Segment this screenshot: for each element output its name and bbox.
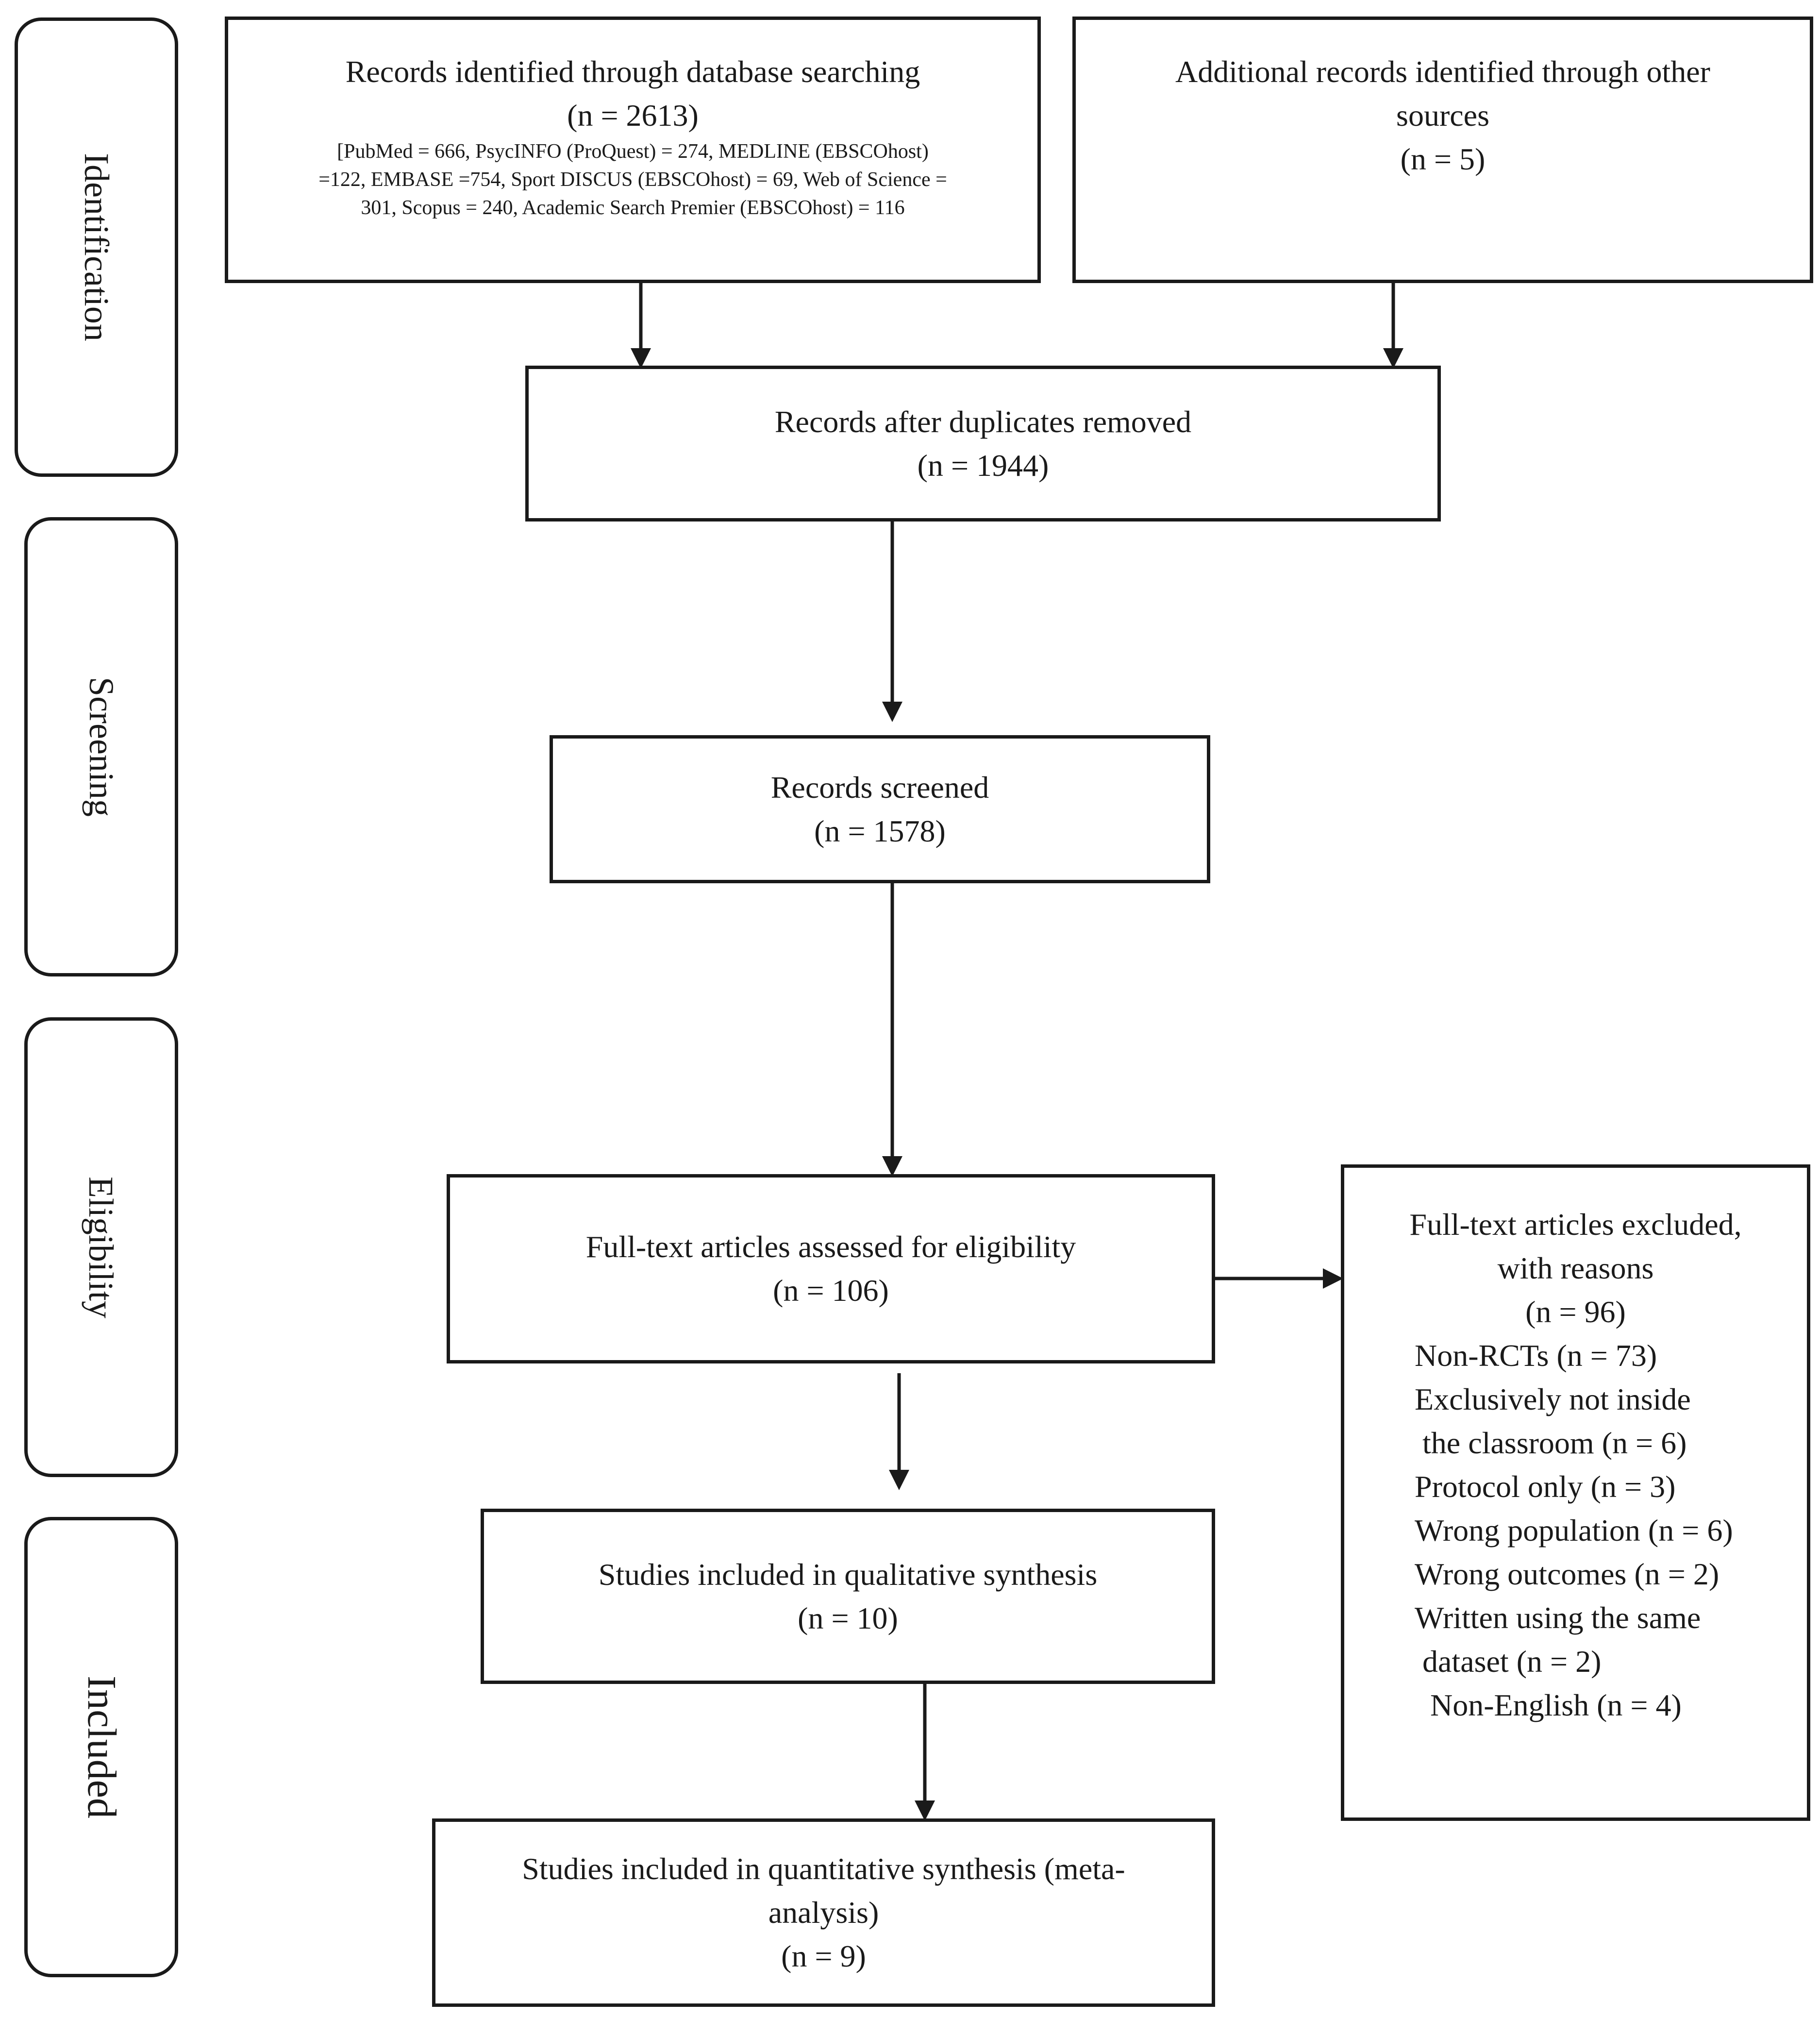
records-screened-count: (n = 1578)	[814, 813, 946, 848]
other-sources-count: (n = 5)	[1400, 142, 1486, 176]
quantitative-synthesis-count: (n = 9)	[781, 1939, 866, 1973]
quantitative-synthesis-title-1: Studies included in quantitative synthes…	[522, 1851, 1125, 1886]
database-search-detail-3: 301, Scopus = 240, Academic Search Premi…	[361, 197, 905, 219]
exclusion-reason: the classroom (n = 6)	[1415, 1426, 1687, 1460]
duplicates-removed-title: Records after duplicates removed	[774, 404, 1192, 439]
other-sources-title-1: Additional records identified through ot…	[1175, 54, 1710, 89]
phase-eligibility: Eligibility	[24, 1017, 178, 1477]
database-search-detail-1: [PubMed = 666, PsycINFO (ProQuest) = 274…	[337, 140, 929, 163]
other-sources-box: Additional records identified through ot…	[1072, 17, 1813, 283]
excluded-count: (n = 96)	[1525, 1295, 1626, 1329]
exclusion-reason: Wrong population (n = 6)	[1415, 1513, 1733, 1548]
records-screened-box: Records screened (n = 1578)	[550, 735, 1210, 883]
excluded-title-1: Full-text articles excluded,	[1409, 1207, 1742, 1242]
qualitative-synthesis-title: Studies included in qualitative synthesi…	[598, 1557, 1098, 1592]
fulltext-assessed-count: (n = 106)	[773, 1273, 889, 1308]
database-search-title: Records identified through database sear…	[345, 54, 920, 89]
quantitative-synthesis-title-2: analysis)	[768, 1895, 879, 1930]
excluded-title-2: with reasons	[1497, 1251, 1654, 1285]
exclusion-reasons-list: Non-RCTs (n = 73) Exclusively not inside…	[1344, 1334, 1807, 1727]
qualitative-synthesis-box: Studies included in qualitative synthesi…	[481, 1509, 1215, 1684]
duplicates-removed-box: Records after duplicates removed (n = 19…	[525, 366, 1441, 522]
fulltext-assessed-box: Full-text articles assessed for eligibil…	[447, 1174, 1215, 1363]
records-screened-title: Records screened	[770, 770, 989, 805]
exclusion-reason: dataset (n = 2)	[1415, 1644, 1602, 1679]
qualitative-synthesis-count: (n = 10)	[798, 1600, 898, 1635]
phase-included: Included	[24, 1517, 178, 1977]
phase-screening: Screening	[24, 517, 178, 976]
database-search-count: (n = 2613)	[567, 98, 699, 133]
phase-identification: Identification	[15, 17, 178, 477]
database-search-box: Records identified through database sear…	[225, 17, 1041, 283]
exclusion-reason: Non-RCTs (n = 73)	[1415, 1338, 1657, 1373]
exclusion-reason: Protocol only (n = 3)	[1415, 1469, 1676, 1504]
quantitative-synthesis-box: Studies included in quantitative synthes…	[432, 1818, 1215, 2007]
exclusion-reason: Written using the same	[1415, 1600, 1701, 1635]
database-search-detail-2: =122, EMBASE =754, Sport DISCUS (EBSCOho…	[318, 168, 947, 191]
duplicates-removed-count: (n = 1944)	[917, 448, 1049, 483]
fulltext-excluded-box: Full-text articles excluded, with reason…	[1341, 1164, 1810, 1821]
exclusion-reason: Non-English (n = 4)	[1415, 1688, 1682, 1722]
other-sources-title-2: sources	[1396, 98, 1489, 133]
fulltext-assessed-title: Full-text articles assessed for eligibil…	[585, 1229, 1076, 1264]
exclusion-reason: Wrong outcomes (n = 2)	[1415, 1557, 1720, 1591]
exclusion-reason: Exclusively not inside	[1415, 1382, 1691, 1416]
